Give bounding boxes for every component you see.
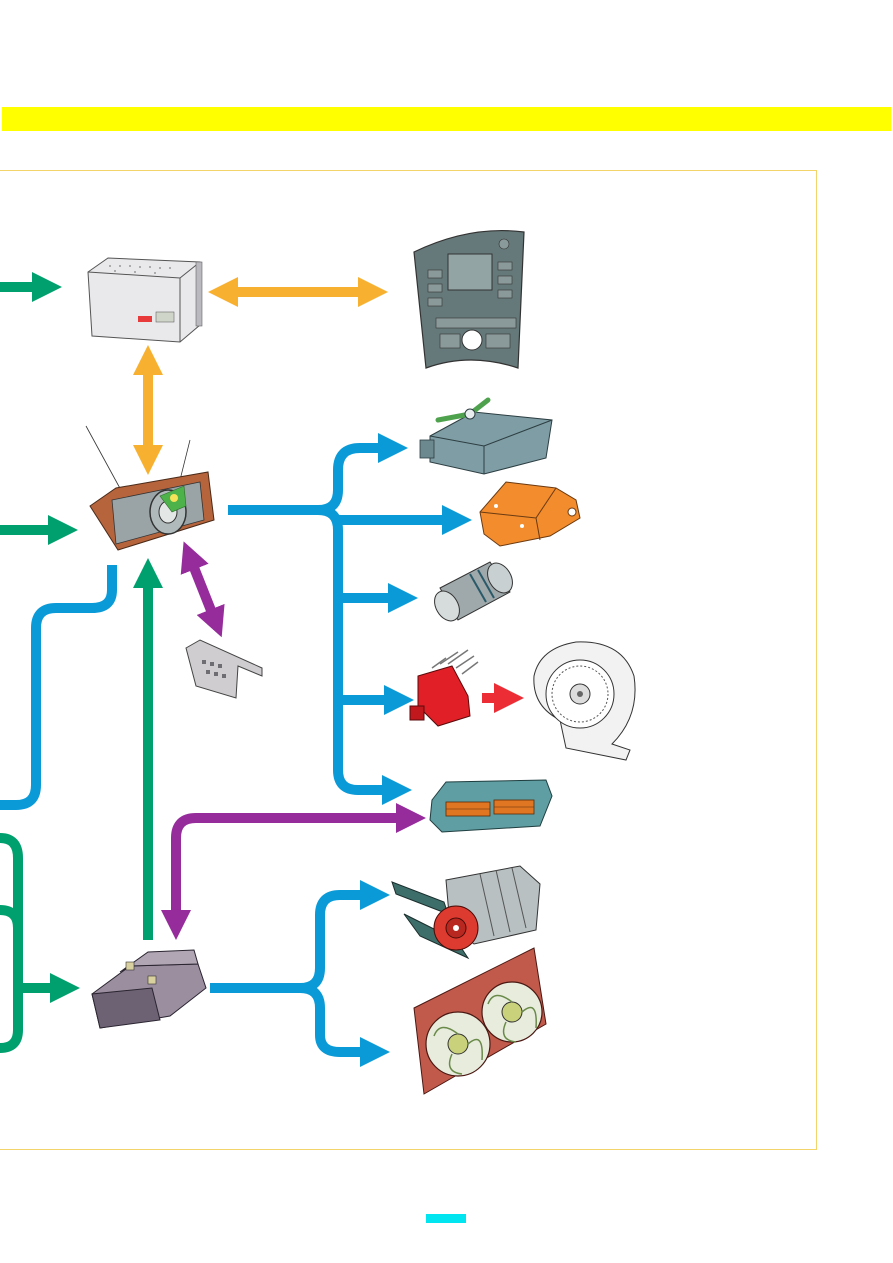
engine-ecu-icon: [429, 779, 553, 833]
blue-link-ecu-left: [0, 565, 117, 810]
relay-box-icon: [91, 949, 207, 1029]
blower-fan-icon: [533, 641, 636, 761]
blue-link-to-cooling-fans: [299, 983, 390, 1067]
cooling-fan-assembly-icon: [413, 947, 547, 1095]
climate-control-ecu-icon: [85, 425, 215, 551]
diagnostic-socket-icon: [185, 639, 263, 699]
bsi-unit-icon: [87, 257, 203, 343]
flap-actuator-icon: [419, 397, 553, 475]
ac-compressor-icon: [391, 865, 541, 960]
blower-control-module-icon: [409, 649, 479, 727]
blue-link-relay-outputs: [210, 880, 390, 993]
blue-link-ecu-outputs: [228, 433, 408, 515]
header-bar: [2, 107, 891, 131]
purple-link-ecu-diag: [180, 541, 225, 638]
page-number-tab: [426, 1214, 466, 1223]
control-panel-display-icon: [413, 229, 525, 369]
diagram-frame: [0, 170, 817, 1150]
sensor-cylinder-icon: [434, 561, 513, 622]
purple-link-engine-ecu-relay: [161, 803, 426, 940]
green-link-branch: [0, 905, 23, 929]
flap-actuator-orange-icon: [479, 481, 581, 547]
green-link-relay-box: [0, 833, 70, 1053]
blue-link-flap-2: [317, 505, 412, 805]
